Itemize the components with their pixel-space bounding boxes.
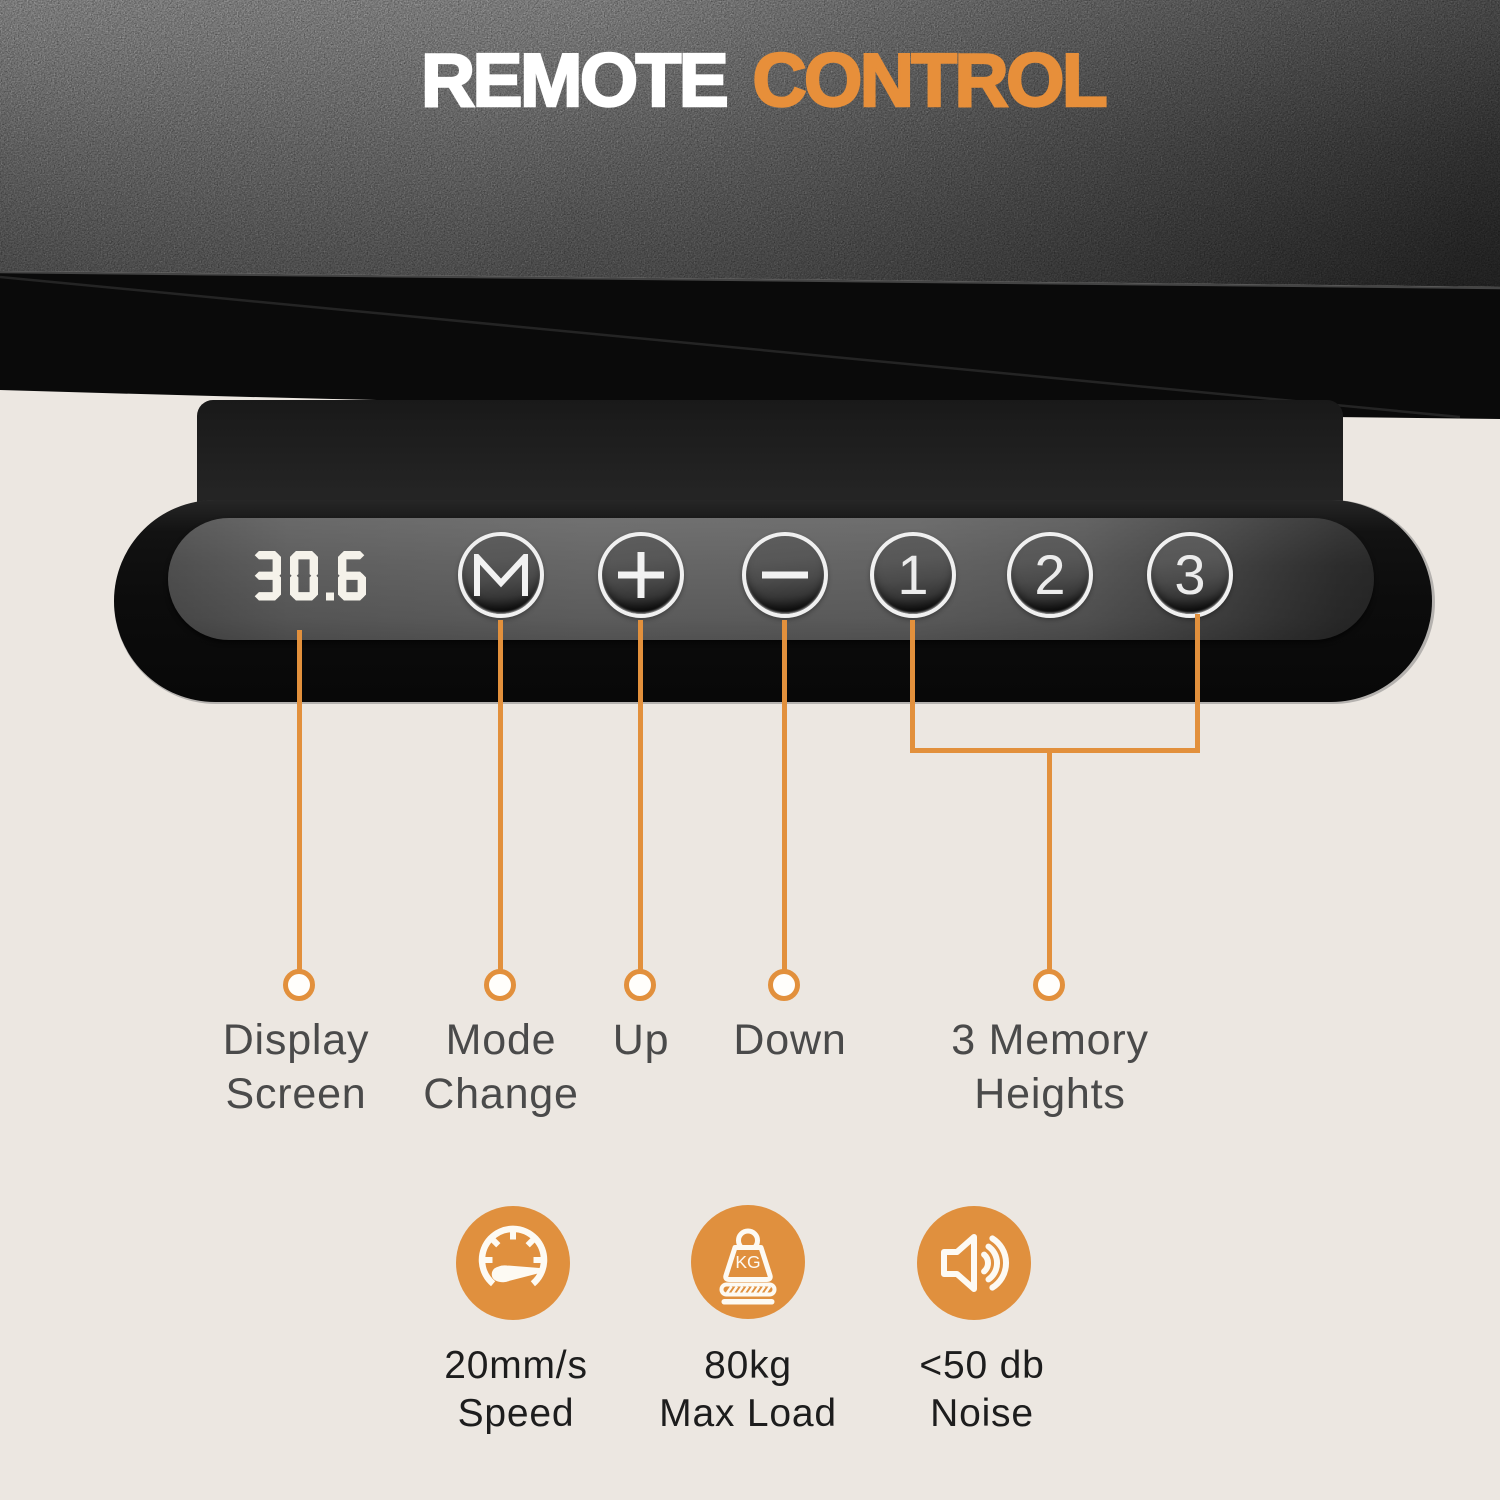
svg-text:KG: KG <box>735 1252 760 1272</box>
